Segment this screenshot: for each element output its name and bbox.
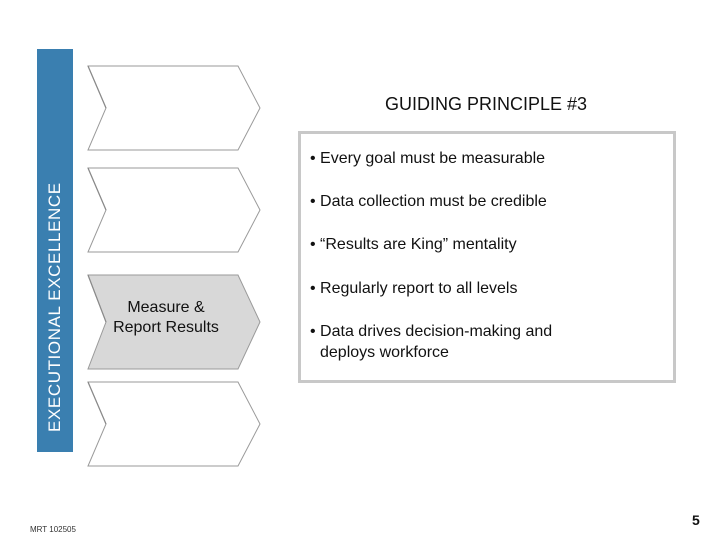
bullet-item-5: • Data drives decision-making and xyxy=(310,323,553,340)
bullet-item-3: • “Results are King” mentality xyxy=(310,236,517,253)
process-step-4 xyxy=(87,381,261,467)
sidebar-bar: EXECUTIONAL EXCELLENCE xyxy=(37,49,73,452)
bullet-item-5-continued: deploys workforce xyxy=(320,344,449,361)
page-number: 5 xyxy=(692,512,700,528)
bullet-item-1: • Every goal must be measurable xyxy=(310,150,546,167)
footer-code: MRT 102505 xyxy=(30,525,76,534)
active-step-label-line2: Report Results xyxy=(113,319,219,336)
bullet-item-4: • Regularly report to all levels xyxy=(310,280,518,297)
active-step-label-line1: Measure & xyxy=(127,299,205,316)
bullet-item-2: • Data collection must be credible xyxy=(310,193,547,210)
principle-box xyxy=(298,131,676,383)
active-step-label: Measure & Report Results xyxy=(96,298,236,338)
page-title: GUIDING PRINCIPLE #3 xyxy=(384,94,588,114)
process-step-2 xyxy=(87,167,261,253)
process-step-1 xyxy=(87,65,261,151)
